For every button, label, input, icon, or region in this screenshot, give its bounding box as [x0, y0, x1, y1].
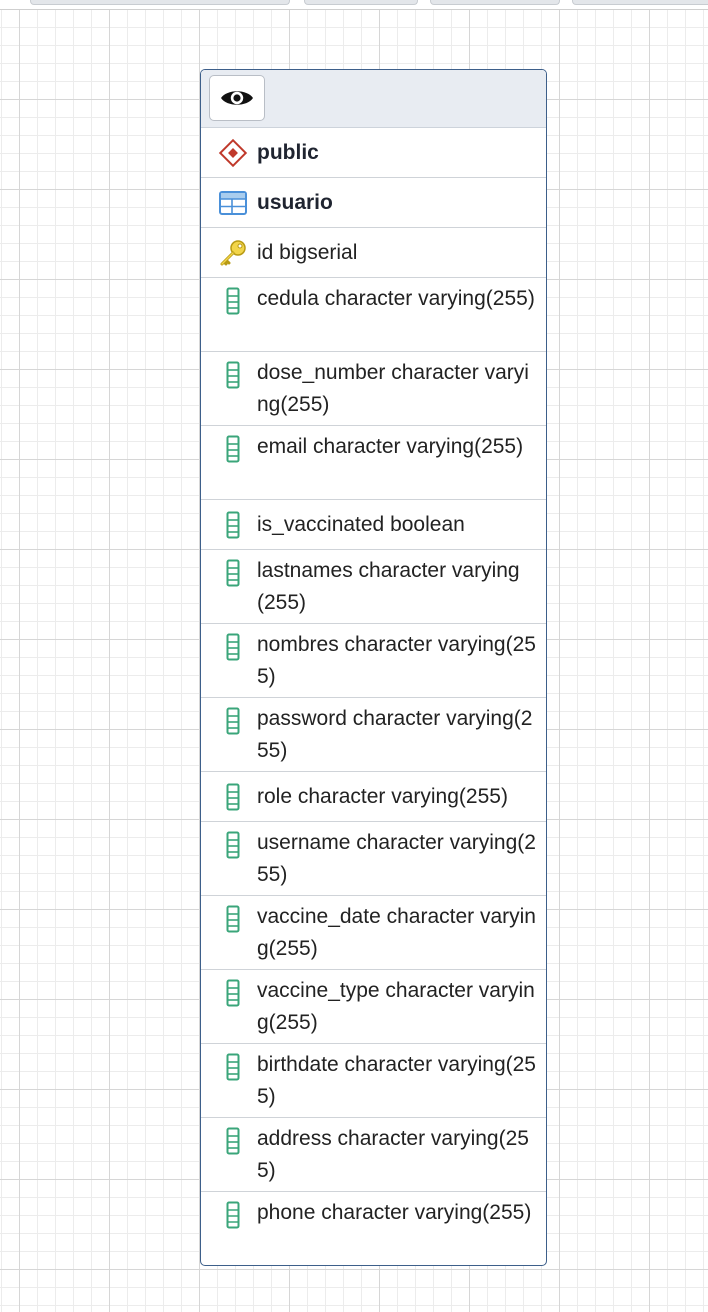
column-icon: [218, 830, 248, 860]
column-row[interactable]: dose_number character varying(255): [201, 352, 546, 426]
column-icon: [218, 434, 248, 464]
toolbar-tab[interactable]: [30, 0, 290, 5]
column-icon: [218, 360, 248, 390]
schema-name: public: [257, 141, 319, 164]
column-label: lastnames character varying(255): [257, 559, 520, 614]
table-row[interactable]: usuario: [201, 178, 546, 228]
column-row[interactable]: is_vaccinated boolean: [201, 500, 546, 550]
column-icon: [218, 1052, 248, 1082]
schema-diamond-icon: [218, 138, 248, 168]
column-icon: [218, 510, 248, 540]
column-row[interactable]: email character varying(255): [201, 426, 546, 500]
column-label: vaccine_date character varying(255): [257, 905, 536, 960]
column-row[interactable]: password character varying(255): [201, 698, 546, 772]
table-name: usuario: [257, 191, 333, 214]
toolbar-tab[interactable]: [572, 0, 708, 5]
column-label: role character varying(255): [257, 785, 508, 808]
column-label: nombres character varying(255): [257, 633, 536, 688]
eye-icon: [221, 91, 253, 105]
column-row[interactable]: phone character varying(255): [201, 1192, 546, 1265]
column-label: address character varying(255): [257, 1127, 529, 1182]
column-icon: [218, 904, 248, 934]
column-icon: [218, 782, 248, 812]
column-icon: [218, 286, 248, 316]
column-row[interactable]: vaccine_date character varying(255): [201, 896, 546, 970]
table-node-header: [201, 70, 546, 128]
column-row[interactable]: lastnames character varying(255): [201, 550, 546, 624]
view-toggle-button[interactable]: [209, 75, 265, 121]
toolbar-tab[interactable]: [304, 0, 418, 5]
primary-key-row[interactable]: id bigserial: [201, 228, 546, 278]
column-label: is_vaccinated boolean: [257, 513, 465, 536]
column-row[interactable]: birthdate character varying(255): [201, 1044, 546, 1118]
table-grid-icon: [218, 188, 248, 218]
column-icon: [218, 1126, 248, 1156]
column-row[interactable]: address character varying(255): [201, 1118, 546, 1192]
schema-row[interactable]: public: [201, 128, 546, 178]
key-icon: [218, 238, 248, 268]
column-label: birthdate character varying(255): [257, 1053, 536, 1108]
column-row[interactable]: vaccine_type character varying(255): [201, 970, 546, 1044]
column-label: password character varying(255): [257, 707, 533, 762]
column-label: vaccine_type character varying(255): [257, 979, 535, 1034]
column-label: dose_number character varying(255): [257, 361, 529, 416]
column-icon: [218, 558, 248, 588]
column-label: cedula character varying(255): [257, 287, 535, 310]
column-label: phone character varying(255): [257, 1201, 532, 1224]
column-row[interactable]: cedula character varying(255): [201, 278, 546, 352]
column-row[interactable]: role character varying(255): [201, 772, 546, 822]
column-icon: [218, 1200, 248, 1230]
column-label: username character varying(255): [257, 831, 536, 886]
column-row[interactable]: nombres character varying(255): [201, 624, 546, 698]
column-label: email character varying(255): [257, 435, 524, 458]
column-icon: [218, 978, 248, 1008]
toolbar-tab[interactable]: [430, 0, 560, 5]
table-node-usuario[interactable]: public usuario id bigserial: [200, 69, 547, 1266]
column-icon: [218, 706, 248, 736]
column-row[interactable]: username character varying(255): [201, 822, 546, 896]
primary-key-label: id bigserial: [257, 241, 358, 264]
column-icon: [218, 632, 248, 662]
top-toolbar-strip: [0, 0, 708, 10]
